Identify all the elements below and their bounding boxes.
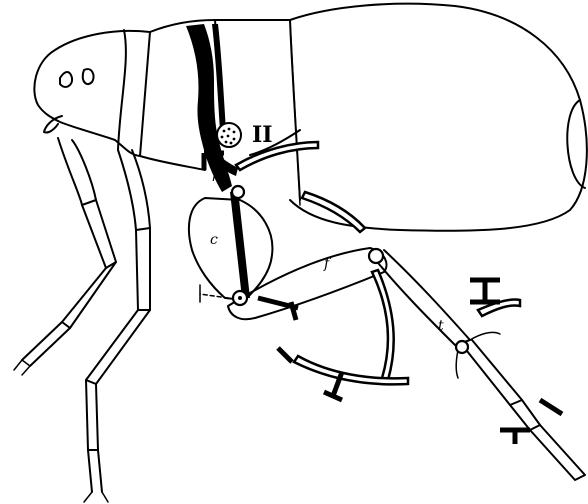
label-femur: f bbox=[323, 256, 332, 272]
tibia-tarsus-joint bbox=[456, 341, 468, 353]
head bbox=[34, 30, 150, 156]
pleural-arch-ball bbox=[217, 123, 241, 147]
pleural-joint bbox=[232, 186, 244, 198]
femur-tibia-joint bbox=[369, 249, 383, 263]
middle-leg bbox=[84, 150, 150, 502]
antenna-pit bbox=[83, 69, 94, 84]
fore-leg bbox=[14, 138, 116, 375]
coxa bbox=[189, 198, 273, 300]
label-coxa: c bbox=[210, 232, 218, 248]
label-segment-ii: II bbox=[252, 122, 273, 148]
abdomen bbox=[290, 4, 587, 231]
label-notum: n bbox=[200, 38, 209, 54]
label-pleuron: p bbox=[212, 166, 221, 182]
eye bbox=[60, 72, 72, 87]
femur bbox=[228, 248, 386, 319]
hind-tibia bbox=[374, 250, 585, 480]
label-tibia: t bbox=[438, 318, 444, 334]
motion-indicators bbox=[200, 142, 562, 444]
